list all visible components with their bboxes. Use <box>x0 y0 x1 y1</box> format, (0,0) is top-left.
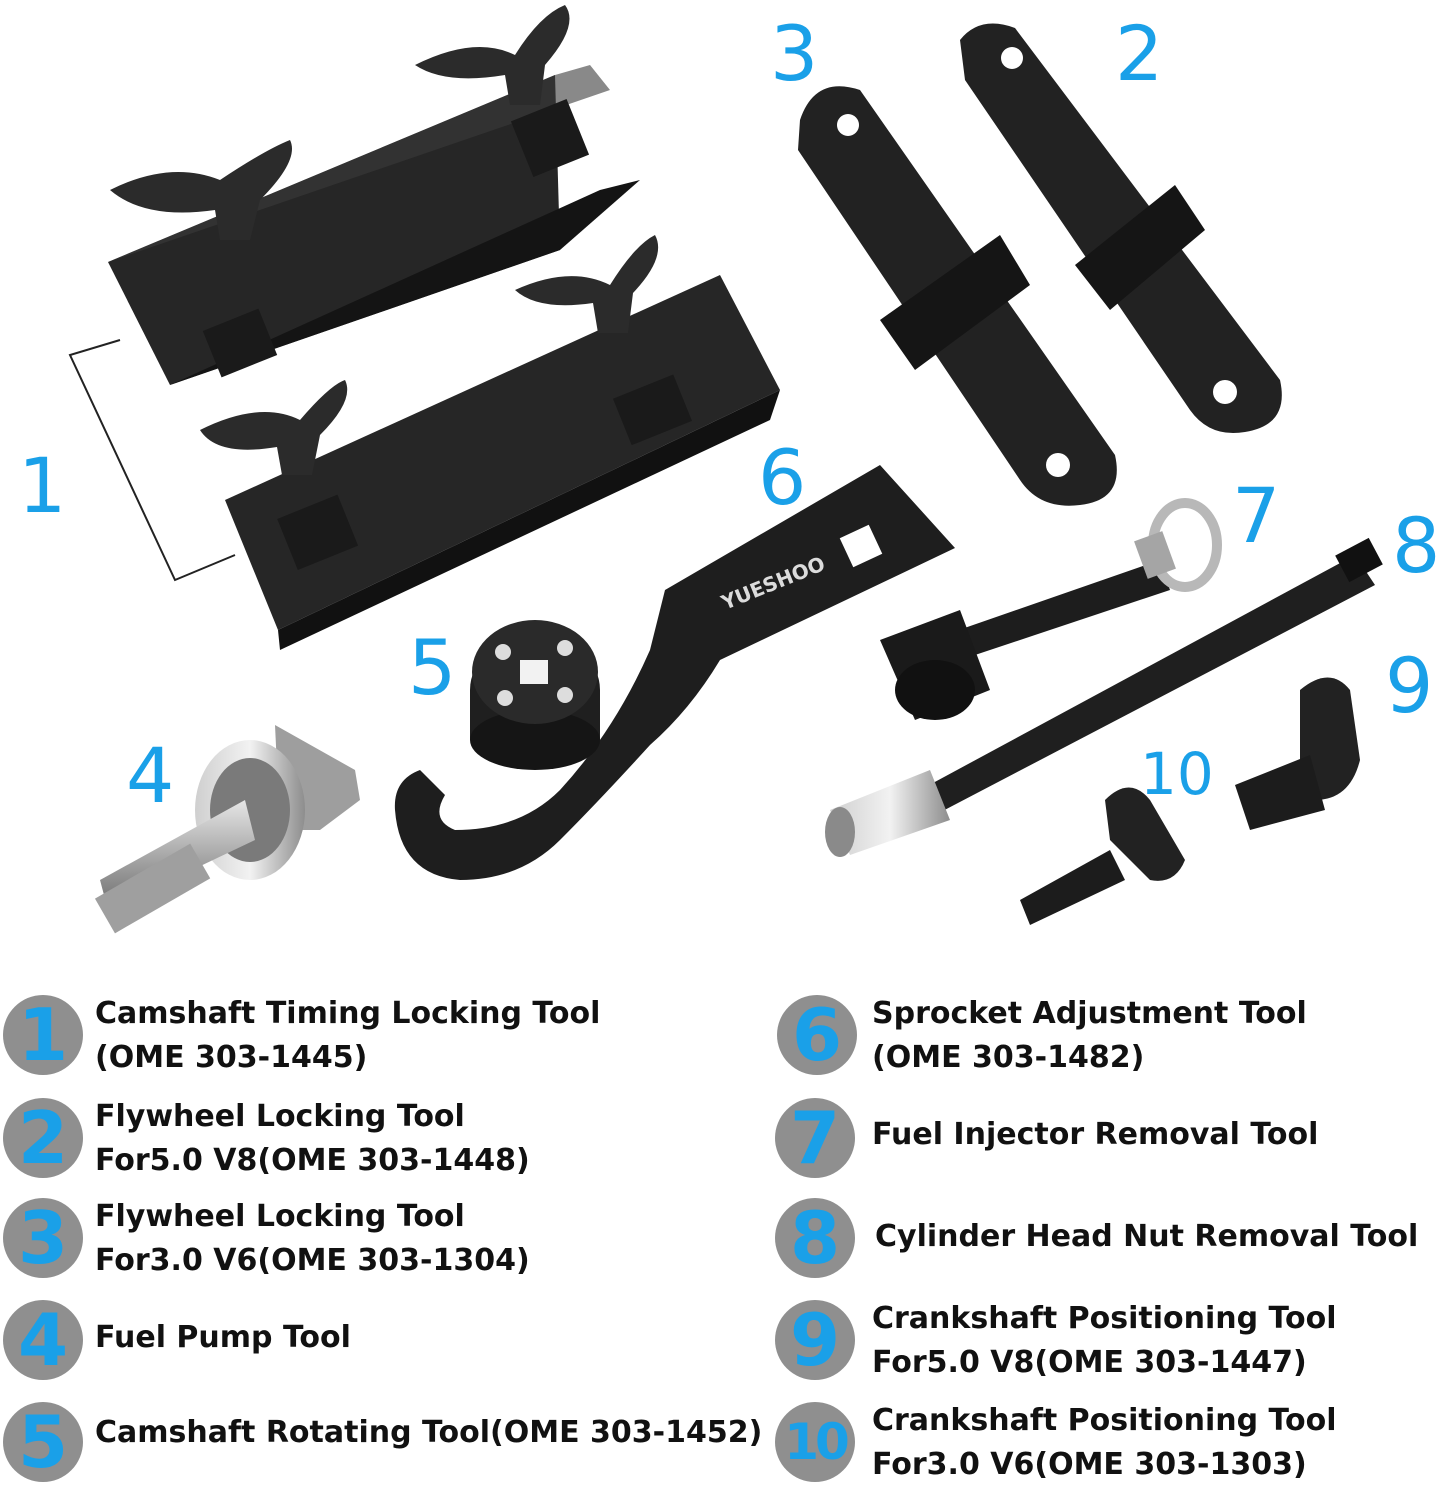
legend-badge-6: 6 <box>777 995 857 1075</box>
cylinder-head-nut-removal-tool-image <box>825 537 1383 857</box>
legend-badge-10: 10 <box>775 1402 855 1482</box>
legend-label-10: Crankshaft Positioning Tool For3.0 V6(OM… <box>872 1403 1337 1482</box>
legend-badge-1: 1 <box>3 995 83 1075</box>
camshaft-rotating-tool-image <box>470 620 600 770</box>
callout-10: 10 <box>1140 740 1214 808</box>
callout-4: 4 <box>126 731 175 820</box>
legend-label-4: Fuel Pump Tool <box>95 1320 351 1355</box>
legend-label-2: Flywheel Locking Tool For5.0 V8(OME 303-… <box>95 1099 530 1178</box>
legend-badge-3: 3 <box>3 1198 83 1278</box>
tools-photo: YUESHOO <box>68 5 1383 934</box>
legend-badge-9: 9 <box>775 1300 855 1380</box>
fuel-injector-removal-tool-image <box>880 498 1222 720</box>
sprocket-adjustment-tool-image: YUESHOO <box>394 465 955 880</box>
legend-label-1: Camshaft Timing Locking Tool (OME 303-14… <box>95 996 601 1075</box>
legend-badge-5: 5 <box>3 1402 83 1482</box>
legend-label-3: Flywheel Locking Tool For3.0 V6(OME 303-… <box>95 1199 530 1278</box>
legend-badge-8: 8 <box>775 1198 855 1278</box>
callout-2: 2 <box>1115 9 1164 98</box>
callout-7: 7 <box>1232 471 1281 560</box>
callout-3: 3 <box>770 9 819 98</box>
crankshaft-positioning-tool-v6-image <box>1020 787 1185 925</box>
fuel-pump-tool-image <box>94 725 360 934</box>
crankshaft-positioning-tool-v8-image <box>1235 677 1360 830</box>
legend-label-9: Crankshaft Positioning Tool For5.0 V8(OM… <box>872 1301 1337 1380</box>
legend-badge-7: 7 <box>775 1098 855 1178</box>
legend-label-8: Cylinder Head Nut Removal Tool <box>875 1219 1419 1254</box>
flywheel-locking-tool-v6-image <box>798 86 1117 506</box>
flywheel-locking-tool-v8-image <box>960 23 1282 434</box>
callout-1: 1 <box>18 441 67 530</box>
callout-5: 5 <box>408 623 457 712</box>
callout-9: 9 <box>1385 641 1434 730</box>
callout-8: 8 <box>1392 501 1441 590</box>
legend-label-5: Camshaft Rotating Tool(OME 303-1452) <box>95 1415 763 1450</box>
legend-badge-2: 2 <box>3 1098 83 1178</box>
callout-6: 6 <box>758 433 807 522</box>
legend-label-6: Sprocket Adjustment Tool (OME 303-1482) <box>872 996 1307 1075</box>
legend-badge-4: 4 <box>3 1300 83 1380</box>
camshaft-locking-tool-image <box>68 5 780 650</box>
legend-label-7: Fuel Injector Removal Tool <box>872 1117 1319 1152</box>
